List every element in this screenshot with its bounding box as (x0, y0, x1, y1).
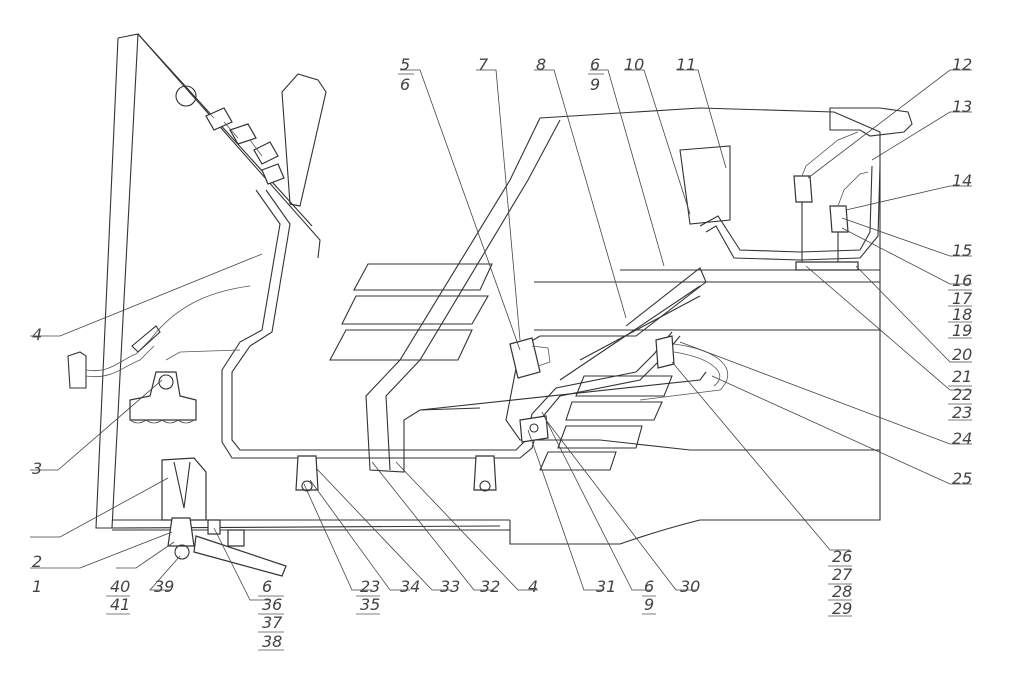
callout-6-bottom: 6 (644, 577, 654, 596)
right-device (639, 335, 729, 401)
callout-28: 28 (832, 582, 852, 601)
pipe-brackets (295, 455, 497, 492)
pedal-assembly (161, 457, 287, 577)
callout-6-mid: 6 (590, 55, 600, 74)
callout-23-bottom: 23 (360, 577, 380, 596)
callout-2: 2 (32, 552, 42, 571)
callout-31: 31 (596, 577, 616, 596)
callout-33: 33 (440, 577, 460, 596)
callout-23-right: 23 (952, 403, 972, 422)
callout-3: 3 (32, 459, 42, 478)
callout-7: 7 (478, 55, 489, 74)
cushion-blocks (329, 263, 673, 471)
callout-4-left: 4 (32, 325, 42, 344)
callout-9-top: 9 (590, 75, 600, 94)
filter-panel (679, 107, 913, 271)
callout-22: 22 (952, 385, 972, 404)
pipe-route (221, 165, 881, 459)
callout-34: 34 (400, 577, 420, 596)
callout-18: 18 (952, 305, 972, 324)
callout-16: 16 (952, 271, 972, 290)
lever-fittings (175, 85, 285, 185)
callout-6-pedal: 6 (262, 577, 272, 596)
callout-26: 26 (832, 547, 852, 566)
callout-41: 41 (110, 595, 130, 614)
callout-25: 25 (952, 469, 972, 488)
callout-36: 36 (262, 595, 282, 614)
callout-37: 37 (262, 613, 283, 632)
callout-40: 40 (110, 577, 130, 596)
callout-9-bottom: 9 (644, 595, 654, 614)
callout-5: 5 (400, 55, 410, 74)
cab-frame (67, 33, 510, 531)
leader-lines (30, 69, 972, 601)
sender-unit (129, 349, 241, 424)
callout-6-top: 6 (400, 75, 410, 94)
callout-17: 17 (952, 289, 973, 308)
valve-unit (509, 337, 551, 379)
callout-35: 35 (360, 595, 380, 614)
callout-20: 20 (952, 345, 972, 364)
callout-29: 29 (832, 599, 852, 618)
callout-38: 38 (262, 632, 282, 651)
callout-39: 39 (154, 577, 174, 596)
callout-15: 15 (952, 241, 972, 260)
callouts: 1 2 3 4 5 6 7 8 6 9 10 11 12 13 14 15 16… (32, 55, 973, 651)
callout-19: 19 (952, 321, 972, 340)
hose-left (85, 285, 251, 378)
callout-13: 13 (952, 97, 972, 116)
callout-32: 32 (480, 577, 500, 596)
callout-21: 21 (952, 367, 972, 386)
callout-11: 11 (676, 55, 696, 74)
callout-10: 10 (624, 55, 644, 74)
callout-12: 12 (952, 55, 972, 74)
callout-8: 8 (536, 55, 546, 74)
callout-4-bottom: 4 (528, 577, 538, 596)
callout-1: 1 (32, 577, 42, 596)
callout-14: 14 (952, 171, 972, 190)
callout-underlines (106, 73, 972, 651)
callout-24: 24 (952, 429, 972, 448)
callout-30: 30 (680, 577, 700, 596)
callout-27: 27 (832, 565, 853, 584)
bottom-bracket (519, 415, 549, 443)
